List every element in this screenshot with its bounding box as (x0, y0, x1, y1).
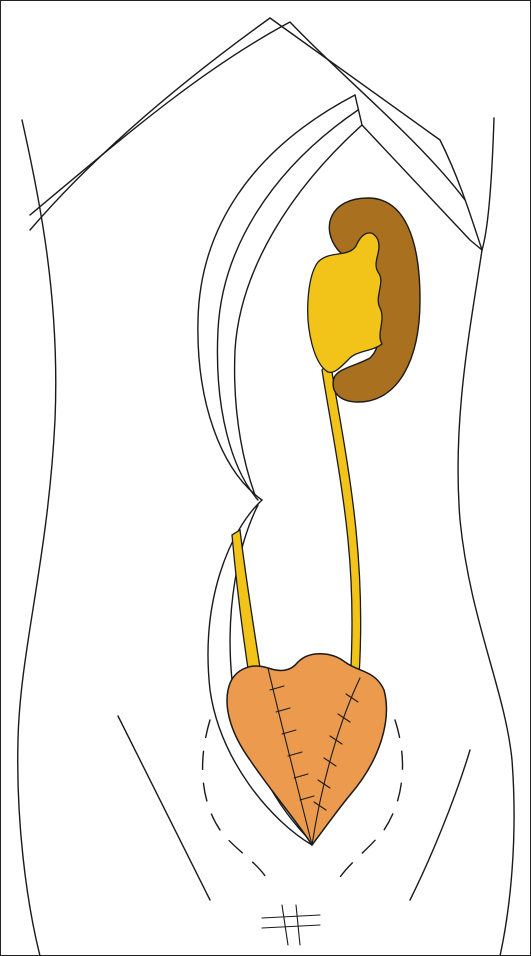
upper-inner-fold (30, 22, 465, 215)
left-ureter (232, 530, 262, 682)
bladder (227, 654, 386, 845)
torso-right-contour (458, 118, 514, 956)
renal-pelvis (308, 233, 382, 372)
torso-left-contour (18, 120, 56, 956)
hip-line-right (410, 750, 470, 900)
right-ureter (322, 360, 361, 690)
pubic-marks (262, 905, 320, 945)
hip-line-left (118, 716, 210, 900)
upper-fold-left (30, 18, 270, 230)
